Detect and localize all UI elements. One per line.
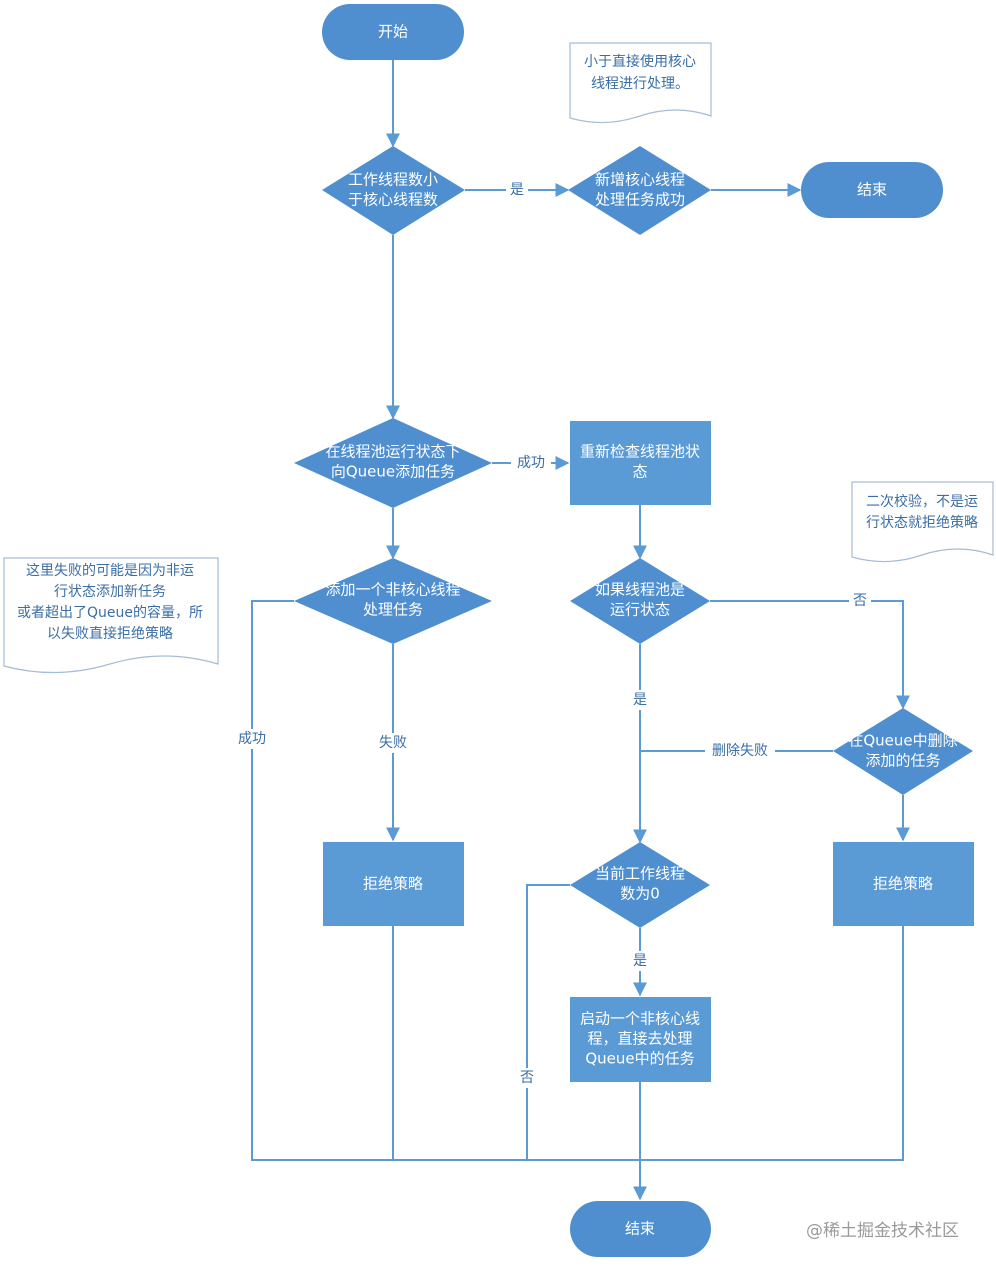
decision-noncore bbox=[294, 558, 492, 644]
note-recheck-line1: 二次校验，不是运 bbox=[866, 493, 978, 510]
decision-queue-add bbox=[294, 418, 492, 508]
process-start-line2: 程，直接去处理 bbox=[587, 1030, 692, 1048]
edge-label-yes-running: 是 bbox=[633, 692, 647, 708]
decision-zero-line2: 数为0 bbox=[620, 885, 660, 903]
start-terminal bbox=[322, 4, 464, 60]
edge-label-yes-zero: 是 bbox=[633, 953, 647, 969]
note-core-line1: 小于直接使用核心 bbox=[584, 53, 696, 70]
label-bg-no-zero bbox=[516, 1068, 538, 1088]
edge-noncore-success bbox=[251, 600, 640, 1161]
reject-right-label: 拒绝策略 bbox=[873, 875, 933, 893]
note-shapes bbox=[3, 42, 994, 674]
process-recheck-line1: 重新检查线程池状 bbox=[580, 443, 700, 461]
label-bg-success-queue bbox=[511, 453, 551, 473]
start-label: 开始 bbox=[378, 23, 408, 41]
decision-running bbox=[570, 558, 710, 644]
label-bg-yes-running bbox=[629, 690, 651, 710]
reject-left-label: 拒绝策略 bbox=[363, 875, 423, 893]
note-fail bbox=[3, 557, 219, 674]
edge-zero-no bbox=[526, 884, 570, 1160]
process-core-line2: 处理任务成功 bbox=[595, 191, 685, 209]
decision-running-line1: 如果线程池是 bbox=[595, 581, 685, 599]
decision-running-line2: 运行状态 bbox=[610, 601, 670, 619]
end-terminal-top bbox=[801, 162, 943, 218]
note-fail-line3: 或者超出了Queue的容量，所 bbox=[17, 604, 203, 621]
edge-label-no-running: 否 bbox=[853, 593, 867, 609]
label-bg-yes-core bbox=[506, 180, 528, 200]
process-start-noncore bbox=[570, 997, 711, 1082]
watermark-text: @稀土掘金技术社区 bbox=[806, 1221, 959, 1241]
process-recheck bbox=[570, 421, 711, 505]
note-texts: 小于直接使用核心 线程进行处理。 二次校验，不是运 行状态就拒绝策略 这里失败的… bbox=[17, 53, 978, 642]
shape-texts: 开始 结束 结束 工作线程数小 于核心线程数 新增核心线程 处理任务成功 在线程… bbox=[325, 23, 957, 1238]
edge-label-remove-fail: 删除失败 bbox=[712, 743, 768, 759]
decision-queue-line1: 在线程池运行状态下 bbox=[325, 443, 460, 461]
edge-labels: 是 成功 否 是 删除失败 成功 失败 是 否 bbox=[238, 182, 867, 1086]
process-core-line1: 新增核心线程 bbox=[595, 171, 685, 189]
note-recheck bbox=[851, 481, 994, 563]
process-start-line1: 启动一个非核心线 bbox=[580, 1010, 700, 1028]
note-fail-line4: 以失败直接拒绝策略 bbox=[47, 625, 173, 642]
decision-queue-line2: 向Queue添加任务 bbox=[331, 463, 455, 481]
end-terminal-bottom bbox=[570, 1201, 711, 1257]
label-bg-remove-fail bbox=[705, 741, 775, 761]
label-bg-yes-zero bbox=[629, 951, 651, 971]
note-recheck-line2: 行状态就拒绝策略 bbox=[866, 514, 978, 531]
shapes bbox=[294, 4, 974, 1257]
edge-running-no bbox=[710, 600, 910, 710]
edge-label-success-noncore: 成功 bbox=[238, 731, 266, 747]
decision-noncore-line2: 处理任务 bbox=[363, 601, 423, 619]
edge-label-backgrounds bbox=[232, 180, 871, 1088]
decision-zero-workers bbox=[570, 842, 710, 928]
end-top-label: 结束 bbox=[857, 181, 887, 199]
note-fail-line2: 行状态添加新任务 bbox=[54, 584, 166, 600]
process-reject-left bbox=[323, 842, 464, 926]
note-core bbox=[569, 42, 712, 124]
decision-remove-line1: 在Queue中删除 bbox=[848, 732, 957, 750]
process-reject-right bbox=[833, 842, 974, 926]
decision-remove-line2: 添加的任务 bbox=[865, 752, 940, 770]
end-bottom-label: 结束 bbox=[625, 1220, 655, 1238]
edge-label-yes-core: 是 bbox=[510, 182, 524, 198]
watermark: @稀土掘金技术社区 bbox=[806, 1216, 959, 1241]
process-core-thread bbox=[568, 146, 711, 235]
decision-core-line1: 工作线程数小 bbox=[348, 171, 438, 189]
decision-core-line2: 于核心线程数 bbox=[348, 191, 438, 209]
label-bg-fail-noncore bbox=[373, 733, 413, 753]
decision-core-threads bbox=[322, 146, 465, 235]
note-fail-line1: 这里失败的可能是因为非运 bbox=[26, 562, 194, 579]
decision-zero-line1: 当前工作线程 bbox=[595, 865, 685, 883]
decision-remove bbox=[833, 708, 973, 795]
edge-label-fail-noncore: 失败 bbox=[379, 735, 407, 751]
note-core-line2: 线程进行处理。 bbox=[591, 76, 689, 92]
decision-noncore-line1: 添加一个非核心线程 bbox=[325, 581, 460, 599]
process-recheck-line2: 态 bbox=[632, 463, 647, 481]
label-bg-no-running bbox=[849, 591, 871, 611]
process-start-line3: Queue中的任务 bbox=[585, 1050, 694, 1068]
edge-rightreject-to-bus bbox=[640, 926, 904, 1161]
edge-label-success-queue: 成功 bbox=[517, 455, 545, 471]
edge-label-no-zero: 否 bbox=[520, 1070, 534, 1086]
label-bg-success-noncore bbox=[232, 729, 272, 749]
